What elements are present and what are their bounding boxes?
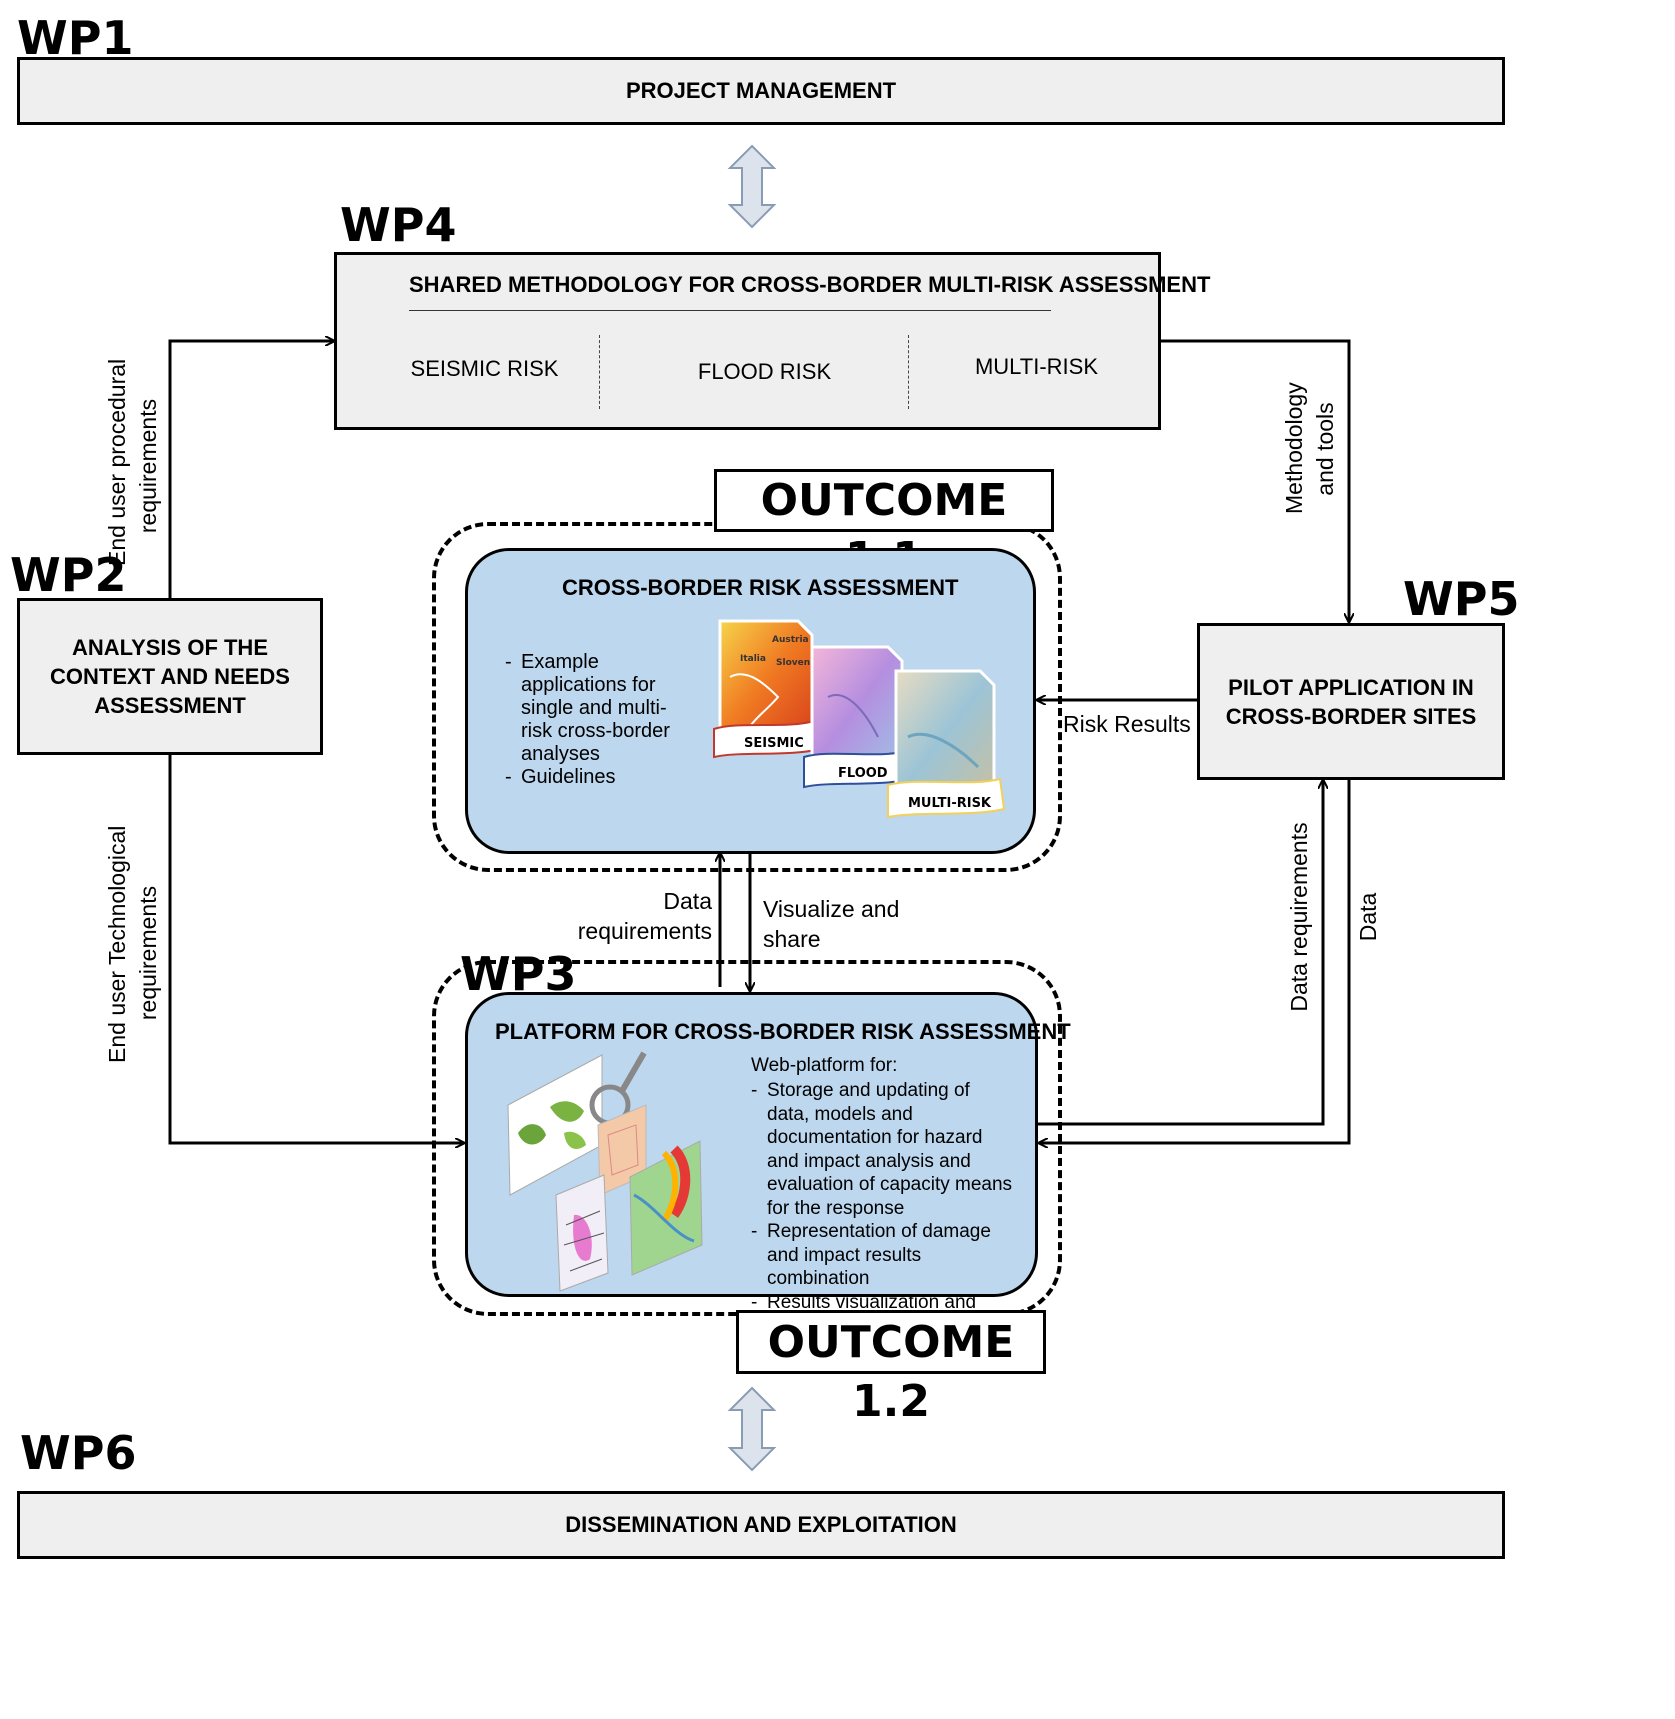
wp5-label: WP5 [1403,572,1520,626]
map-place-slovenia: Slovenia [776,658,819,668]
bullet-example-applications: Example applications for single and mult… [505,651,695,766]
flood-risk-label: FLOOD RISK [697,359,832,384]
platform-title: PLATFORM FOR CROSS-BORDER RISK ASSESSMEN… [495,1019,1071,1044]
analysis-context-box: ANALYSIS OF THE CONTEXT AND NEEDS ASSESS… [17,598,323,755]
wp3-label: WP3 [460,947,577,1001]
platform-intro: Web-platform for: [751,1055,898,1076]
flood-hazard-map-icon [555,1174,609,1292]
seismic-map-icon: Austria Italia Slovenia SEISMIC [713,619,822,759]
arrow-data [1039,780,1351,1143]
arrow-wp4-to-wp5 [1161,339,1349,622]
wp1-label: WP1 [17,11,134,65]
shared-methodology-box: SHARED METHODOLOGY FOR CROSS-BORDER MULT… [334,252,1210,430]
risk-maps-illustration: Austria Italia Slovenia SEISMIC FLOOD MU… [713,619,1006,819]
shared-methodology-title: SHARED METHODOLOGY FOR CROSS-BORDER MULT… [409,272,1211,297]
platform-bullets: Storage and updating of data, models and… [751,1079,1013,1338]
dissemination-label: DISSEMINATION AND EXPLOITATION [565,1512,957,1537]
outcome-1-1-label: OUTCOME 1.1 [714,469,1054,584]
map-place-austria: Austria [772,635,809,645]
outcome-1-2-label: OUTCOME 1.2 [736,1310,1046,1427]
bullet-guidelines: Guidelines [505,766,695,789]
double-arrow-wp1-wp4 [727,144,777,229]
pilot-line-2: CROSS-BORDER SITES [1225,703,1477,729]
platform-box: PLATFORM FOR CROSS-BORDER RISK ASSESSMEN… [465,992,1071,1336]
arrow-wp2-to-wp4 [168,341,334,600]
multi-risk-map-icon: MULTI-RISK [887,669,1006,819]
column-divider-1 [599,335,600,409]
cross-border-risk-title: CROSS-BORDER RISK ASSESSMENT [562,575,959,600]
seismic-risk-label: SEISMIC RISK [410,356,559,381]
project-management-box: PROJECT MANAGEMENT [17,57,1505,125]
cross-border-risk-box: CROSS-BORDER RISK ASSESSMENT Example app… [465,548,1036,854]
flood-map-icon: FLOOD [803,645,912,789]
map-place-italia: Italia [740,654,766,664]
wp2-label: WP2 [10,548,127,602]
pilot-line-1: PILOT APPLICATION IN [1228,674,1474,700]
column-divider-2 [908,335,909,409]
data-label: Data [1355,892,1381,942]
world-map-icon [507,1054,603,1196]
double-arrow-wp3-wp6 [727,1386,777,1472]
analysis-line-3: ASSESSMENT [94,693,246,718]
bullet-representation-damage: Representation of damage and impact resu… [751,1220,1013,1291]
platform-illustration [507,1051,703,1292]
arrow-wp2-to-wp3 [168,755,464,1143]
wp4-label: WP4 [340,198,457,252]
analysis-line-1: ANALYSIS OF THE [72,635,268,660]
map-label-flood: FLOOD [838,766,888,781]
analysis-line-2: CONTEXT AND NEEDS [50,664,290,689]
dissemination-box: DISSEMINATION AND EXPLOITATION [17,1491,1505,1559]
data-requirements-right-label: Data requirements [1286,822,1312,1012]
map-label-multi-risk: MULTI-RISK [908,796,992,811]
wp6-label: WP6 [20,1426,137,1480]
map-label-seismic: SEISMIC [744,736,804,751]
bullet-storage-updating: Storage and updating of data, models and… [751,1079,1013,1220]
title-underline [409,310,1051,311]
seismic-hazard-map-icon [629,1140,703,1276]
project-management-label: PROJECT MANAGEMENT [625,78,897,103]
risk-results-label: Risk Results [1063,711,1191,737]
arrow-data-requirements-right [1037,780,1323,1126]
multi-risk-label: MULTI-RISK [974,354,1099,379]
outcome-1-1-bullets: Example applications for single and mult… [505,651,695,789]
pilot-application-box: PILOT APPLICATION IN CROSS-BORDER SITES [1197,623,1505,780]
